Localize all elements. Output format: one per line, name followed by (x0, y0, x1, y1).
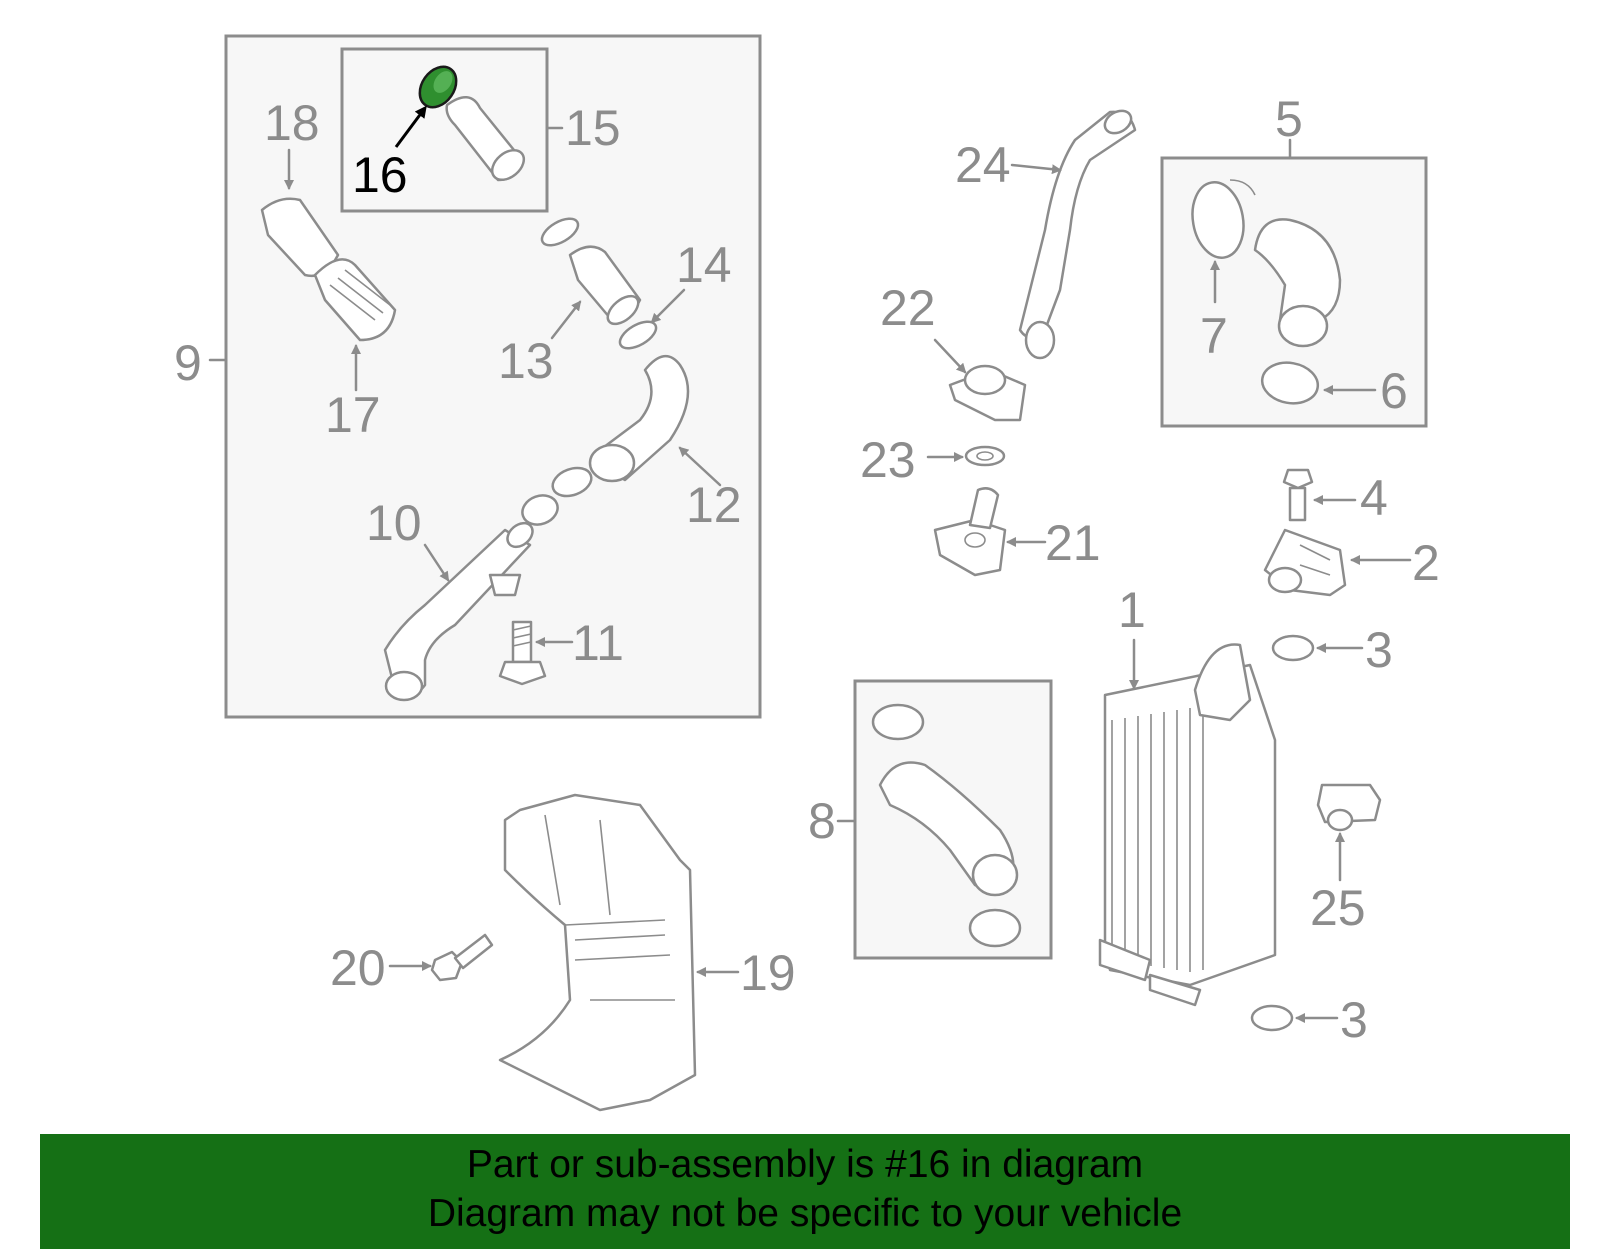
callout-17: 17 (325, 387, 381, 443)
leader-14 (650, 288, 686, 324)
leader-10 (423, 543, 450, 582)
part-22-valve[interactable] (948, 364, 1027, 422)
banner-line-2: Diagram may not be specific to your vehi… (427, 1192, 1183, 1235)
callout-2: 2 (1412, 535, 1440, 591)
callout-23: 23 (860, 432, 916, 488)
part-14-clamp[interactable] (616, 316, 661, 353)
leader-12 (678, 446, 722, 487)
leader-16 (394, 105, 427, 148)
callout-22: 22 (880, 280, 936, 336)
part-11-bolt[interactable] (498, 620, 547, 686)
callout-13: 13 (498, 333, 554, 389)
callout-16: 16 (352, 147, 408, 203)
part-24-pipe[interactable] (1018, 106, 1137, 360)
part-5-hose[interactable] (1253, 218, 1342, 348)
part-2-bracket[interactable] (1263, 528, 1347, 597)
callout-8: 8 (808, 793, 836, 849)
part-18-hose[interactable] (260, 197, 340, 278)
clamp-upper[interactable] (549, 463, 595, 501)
part-8-clamp-lower[interactable] (968, 908, 1022, 948)
callout-24: 24 (955, 137, 1011, 193)
part-15-hose[interactable] (445, 96, 530, 186)
part-6-clamp[interactable] (1259, 358, 1321, 407)
part-10-pipe[interactable] (383, 518, 537, 702)
callout-20: 20 (330, 940, 386, 996)
callout-25: 25 (1310, 880, 1366, 936)
part-3-grommet-lower[interactable] (1250, 1004, 1294, 1032)
part-16-cap[interactable] (412, 60, 463, 114)
callout-9: 9 (174, 335, 202, 391)
part-12-hose[interactable] (588, 355, 690, 483)
callout-19: 19 (740, 945, 796, 1001)
callout-21: 21 (1045, 515, 1101, 571)
part-1-intercooler[interactable] (1098, 643, 1277, 1007)
leader-24 (1010, 163, 1062, 175)
part-17-coupler[interactable] (313, 258, 397, 342)
callout-15: 15 (565, 100, 621, 156)
info-banner: Part or sub-assembly is #16 in diagram D… (40, 1134, 1570, 1249)
callout-5: 5 (1275, 91, 1303, 147)
callout-14: 14 (676, 237, 732, 293)
leader-22 (933, 338, 967, 374)
callout-4: 4 (1360, 470, 1388, 526)
clamp-lower[interactable] (518, 491, 561, 530)
part-8-clamp-upper[interactable] (871, 703, 925, 741)
part-25-sensor[interactable] (1316, 783, 1382, 832)
part-20-bolt[interactable] (430, 933, 494, 982)
callout-11: 11 (572, 615, 624, 671)
callout-10: 10 (366, 495, 422, 551)
part-13-coupler[interactable] (538, 213, 644, 329)
part-7-clamp[interactable] (1187, 178, 1256, 262)
part-21-bracket[interactable] (933, 487, 1007, 577)
part-19-air-duct[interactable] (498, 793, 697, 1112)
callout-3-lower: 3 (1340, 992, 1368, 1048)
callout-12: 12 (686, 477, 742, 533)
part-23-washer[interactable] (964, 445, 1006, 467)
callout-18: 18 (264, 95, 320, 151)
callout-1: 1 (1118, 582, 1146, 638)
banner-line-1: Part or sub-assembly is #16 in diagram (466, 1143, 1144, 1186)
part-4-bolt[interactable] (1282, 468, 1314, 522)
part-3-grommet-upper[interactable] (1271, 634, 1315, 662)
leader-13 (550, 300, 582, 340)
callout-6: 6 (1380, 363, 1408, 419)
part-8-hose[interactable] (878, 761, 1019, 897)
callout-3-upper: 3 (1365, 622, 1393, 678)
callout-7: 7 (1200, 308, 1228, 364)
